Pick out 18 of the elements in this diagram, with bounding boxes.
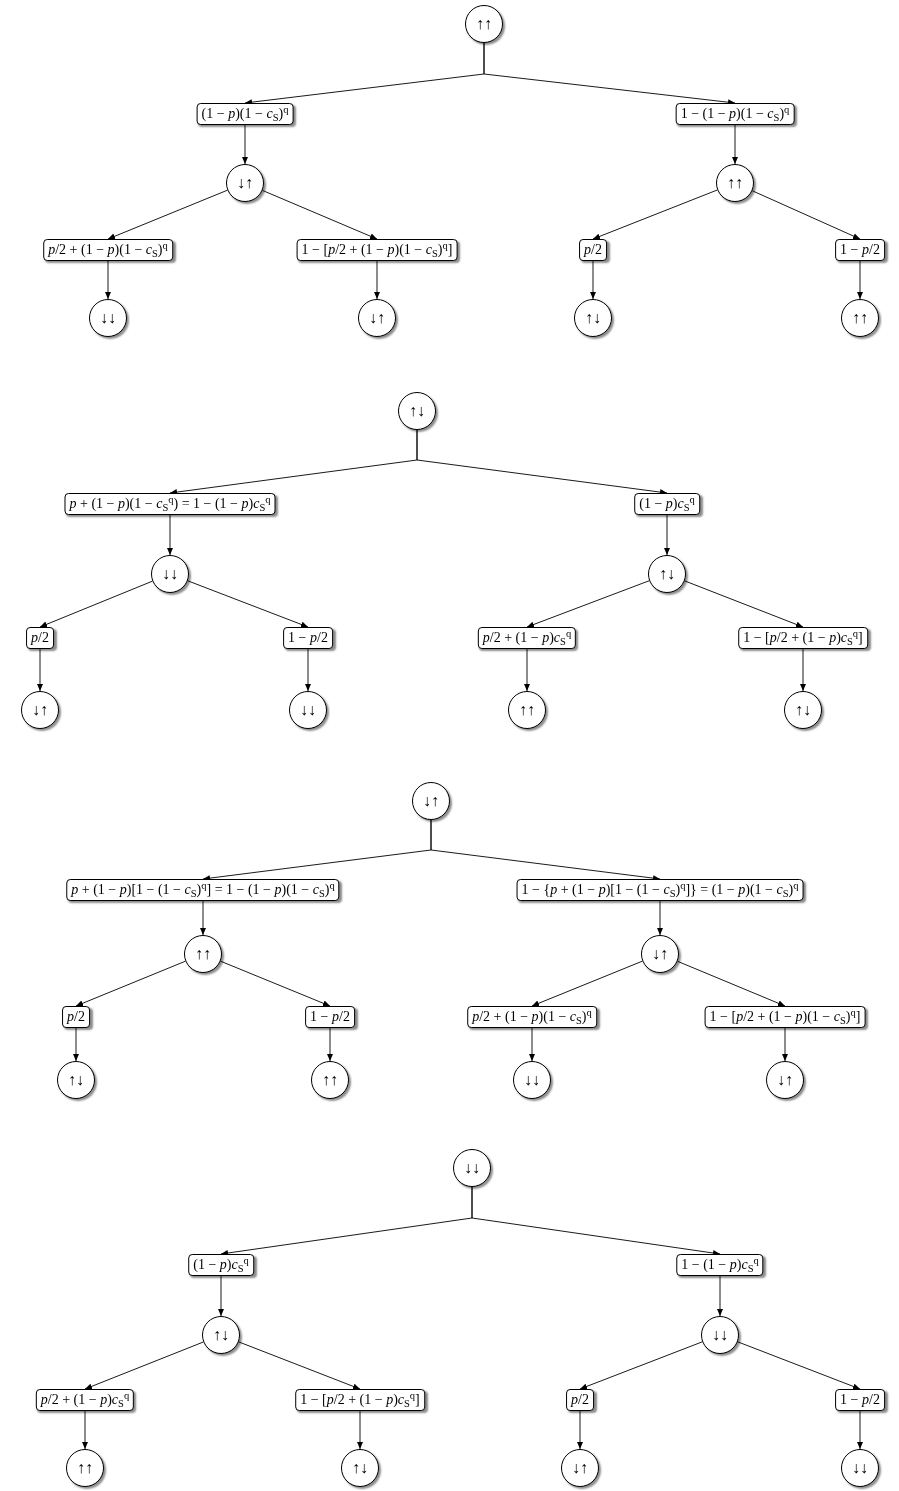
probability-box: 1 − [p/2 + (1 − p)(1 − c$_{S}$)$^{q}$] — [296, 239, 458, 261]
probability-box: p/2 + (1 − p)(1 − c$_{S}$)$^{q}$ — [43, 239, 173, 261]
probability-box: p/2 — [62, 1006, 90, 1028]
probability-box: 1 − {p + (1 − p)[1 − (1 − c$_{S}$)$^{q}$]} = (1 − p)(1 − c$_{S}$)$^{q}$ — [516, 879, 804, 901]
probability-box: 1 − p/2 — [835, 239, 885, 261]
probability-box: 1 − p/2 — [305, 1006, 355, 1028]
probability-box: p + (1 − p)[1 − (1 − c$_{S}$)$^{q}$] = 1 − (1 − p)(1 − c$_{S}$)$^{q}$ — [66, 879, 340, 901]
probability-box: 1 − [p/2 + (1 − p)c$_{S}$$^{q}$] — [738, 627, 868, 649]
probability-box: 1 − (1 − p)(1 − c$_{S}$)$^{q}$ — [675, 103, 795, 125]
probability-box: p/2 + (1 − p)(1 − c$_{S}$)$^{q}$ — [467, 1006, 597, 1028]
probability-box: 1 − [p/2 + (1 − p)c$_{S}$$^{q}$] — [295, 1389, 425, 1411]
probability-box: p/2 — [26, 627, 54, 649]
probability-box: p/2 — [579, 239, 607, 261]
probability-box: (1 − p)(1 − c$_{S}$)$^{q}$ — [196, 103, 294, 125]
probability-box: 1 − p/2 — [283, 627, 333, 649]
probability-box: 1 − [p/2 + (1 − p)(1 − c$_{S}$)$^{q}$] — [704, 1006, 866, 1028]
probability-box: p/2 — [566, 1389, 594, 1411]
probability-box: 1 − p/2 — [835, 1389, 885, 1411]
